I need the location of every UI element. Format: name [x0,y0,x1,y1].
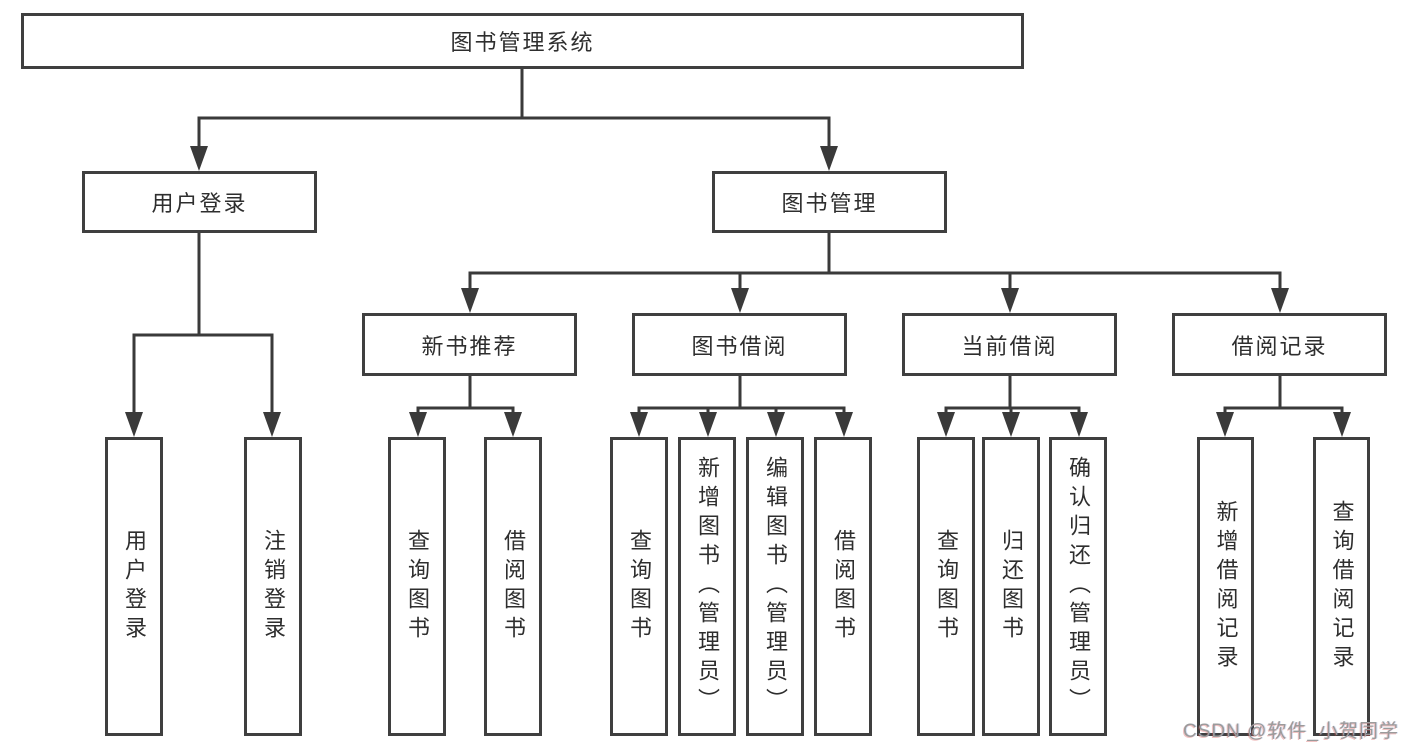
node-user-login: 用户登录 [82,171,317,233]
arrow-down-icon [937,412,955,437]
arrowheads [125,146,1351,437]
csdn-watermark: CSDN @软件_小贺同学 [1183,721,1399,742]
node-label: 新书推荐 [421,333,518,359]
leaf-label: 归还图书 [999,528,1024,645]
node-book-management: 图书管理 [712,171,947,233]
connector-userlogin-to-children [132,231,274,418]
arrow-down-icon [1002,412,1020,437]
node-label: 图书管理系统 [450,30,595,55]
leaf-label: 查询图书 [627,528,652,645]
node-label: 用户登录 [151,191,248,216]
leaf-label: 新增借阅记录 [1213,499,1239,674]
leaf-label: 查询借阅记录 [1329,499,1355,674]
node-label: 借阅记录 [1231,333,1328,359]
arrow-down-icon [1271,288,1289,313]
leaf-label: 借阅图书 [501,528,526,645]
arrow-down-icon [630,412,648,437]
arrow-down-icon [699,412,717,437]
leaf-query-books-recommend: 查询图书 [388,437,446,736]
leaf-query-borrow-record: 查询借阅记录 [1313,437,1370,736]
node-root-library-system: 图书管理系统 [21,13,1024,69]
arrow-down-icon [1333,412,1351,437]
arrow-down-icon [835,412,853,437]
node-label: 当前借阅 [961,333,1058,359]
arrow-down-icon [1216,412,1234,437]
leaf-label: 注销登录 [261,528,286,645]
leaf-logout: 注销登录 [244,437,302,736]
leaf-edit-books-admin: 编辑图书（管理员） [746,437,804,736]
leaf-label: 确认归还（管理员） [1066,456,1091,717]
arrow-down-icon [731,288,749,313]
node-book-borrowing: 图书借阅 [632,313,847,376]
connector-bookmgmt-to-level3 [468,231,1282,294]
leaf-label: 查询图书 [405,528,430,645]
leaf-user-login: 用户登录 [105,437,163,736]
arrow-down-icon [125,412,143,437]
node-label: 图书管理 [781,191,878,216]
connector-newbook-to-children [416,374,515,418]
node-label: 图书借阅 [691,333,788,359]
leaf-label: 借阅图书 [831,528,856,645]
arrow-down-icon [461,288,479,313]
leaf-add-books-admin: 新增图书（管理员） [678,437,736,736]
connector-root-to-level2 [197,67,831,152]
leaf-label: 新增图书（管理员） [695,456,720,717]
arrow-down-icon [263,412,281,437]
leaf-add-borrow-record: 新增借阅记录 [1197,437,1254,736]
leaf-label: 编辑图书（管理员） [763,456,788,717]
arrow-down-icon [1070,412,1088,437]
connector-records-to-children [1223,374,1344,418]
leaf-label: 查询图书 [934,528,959,645]
node-new-book-recommend: 新书推荐 [362,313,577,376]
arrow-down-icon [1001,288,1019,313]
connector-borrow-to-children [637,374,846,418]
arrow-down-icon [820,146,838,171]
arrow-down-icon [504,412,522,437]
node-borrowing-records: 借阅记录 [1172,313,1387,376]
leaf-query-books-current: 查询图书 [917,437,975,736]
leaf-borrow-books-recommend: 借阅图书 [484,437,542,736]
leaf-confirm-return-admin: 确认归还（管理员） [1049,437,1107,736]
leaf-query-books-borrow: 查询图书 [610,437,668,736]
arrow-down-icon [767,412,785,437]
arrow-down-icon [409,412,427,437]
leaf-borrow-books: 借阅图书 [814,437,872,736]
leaf-label: 用户登录 [122,528,147,645]
node-current-borrowing: 当前借阅 [902,313,1117,376]
leaf-return-books: 归还图书 [982,437,1040,736]
connector-current-to-children [944,374,1081,418]
arrow-down-icon [190,146,208,171]
